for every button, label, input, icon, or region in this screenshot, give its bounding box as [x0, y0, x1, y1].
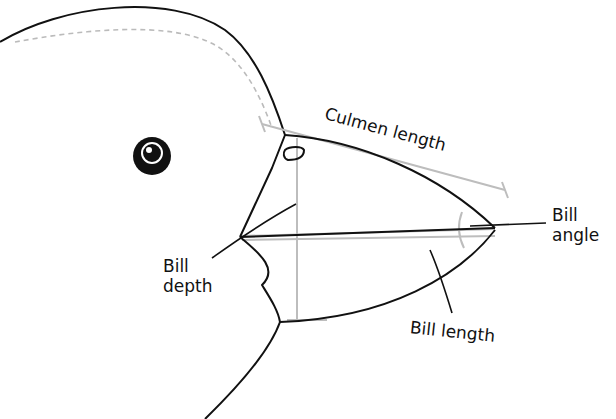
- measure-label: Culmen length: [322, 104, 520, 175]
- angle-leader: [470, 223, 546, 226]
- eye-ring: [142, 143, 162, 163]
- depth-guide: [296, 138, 298, 320]
- lower-mandible: [280, 230, 495, 322]
- head-guide: [15, 30, 272, 128]
- eye-highlight: [146, 147, 152, 153]
- measure-label: Bill angle: [552, 206, 610, 245]
- measure-label: Bill depth: [163, 257, 225, 296]
- nostril: [284, 147, 304, 160]
- throat: [205, 322, 280, 419]
- lower-mandible-base: [240, 237, 280, 322]
- head-outline: [0, 7, 285, 135]
- eye: [133, 137, 171, 175]
- bill-base: [240, 135, 285, 237]
- measure-label: Bill length: [409, 318, 550, 352]
- length-guide-lower: [242, 236, 495, 240]
- commissure: [240, 228, 495, 237]
- upper-mandible: [285, 135, 495, 228]
- length-leader: [430, 250, 452, 313]
- depth-leader: [212, 204, 296, 258]
